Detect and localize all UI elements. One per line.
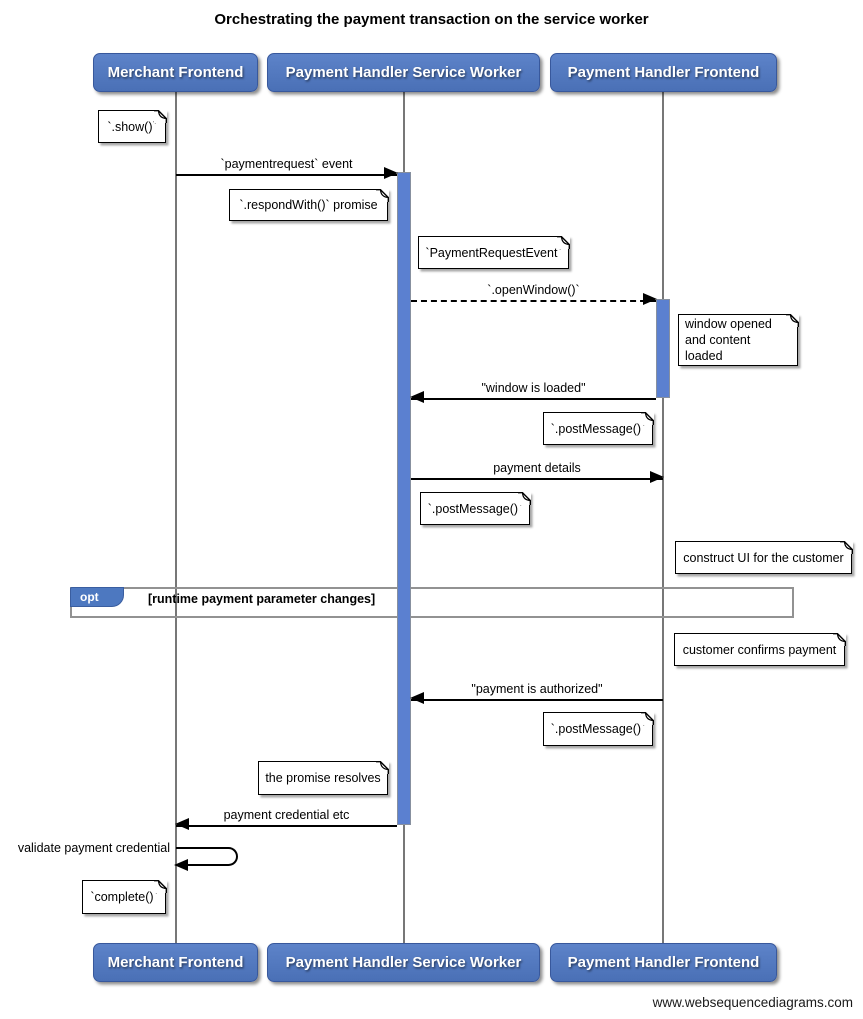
note-fold-icon (640, 411, 654, 425)
arrowhead-icon (174, 859, 188, 871)
note-customer-confirms: customer confirms payment (674, 632, 846, 666)
note-text: construct UI for the customer (683, 550, 844, 565)
note-text: `.respondWith()` promise (239, 198, 378, 212)
actor-bottom-merchant-frontend: Merchant Frontend (93, 943, 258, 982)
note-respondwith-promise: `.respondWith()` promise (229, 188, 389, 221)
message-label: payment credential etc (223, 808, 350, 822)
note-postmessage-3: `.postMessage()` (543, 711, 654, 746)
message-label: "window is loaded" (481, 381, 586, 395)
message-payment-is-authorized: "payment is authorized" (410, 679, 663, 704)
actor-bottom-payment-handler-frontend: Payment Handler Frontend (550, 943, 777, 982)
note-paymentrequestevent: `PaymentRequestEvent` (418, 235, 570, 269)
note-text: `.postMessage()` (427, 501, 523, 516)
note-fold-icon (640, 711, 654, 725)
arrowhead-icon (175, 818, 189, 830)
activation-bar-payment-handler-frontend (656, 299, 670, 398)
actor-top-payment-handler-service-worker: Payment Handler Service Worker (267, 53, 540, 92)
activation-bar-service-worker (397, 172, 411, 825)
actor-bottom-payment-handler-service-worker: Payment Handler Service Worker (267, 943, 540, 982)
arrowhead-icon (410, 391, 424, 403)
arrowhead-icon (643, 293, 657, 305)
note-fold-icon (375, 188, 389, 202)
note-text: window opened and content loaded (685, 316, 772, 364)
message-payment-credential-etc: payment credential etc (175, 805, 397, 830)
message-label: `paymentrequest` event (220, 157, 353, 171)
note-text: `.postMessage()` (550, 722, 646, 736)
note-construct-ui: construct UI for the customer (675, 540, 853, 574)
note-postmessage-1: `.postMessage()` (543, 411, 654, 445)
opt-condition-label: [runtime payment parameter changes] (148, 592, 376, 606)
message-payment-details: payment details (411, 458, 664, 483)
actor-label: Payment Handler Frontend (567, 64, 760, 81)
note-window-opened: window opened and content loaded (678, 313, 799, 366)
message-label: payment details (493, 461, 581, 475)
actor-label: Payment Handler Service Worker (285, 64, 522, 81)
message-label: "payment is authorized" (471, 682, 603, 696)
message-open-window: `.openWindow()` (411, 280, 657, 305)
note-fold-icon (153, 879, 167, 893)
note-fold-icon (785, 313, 799, 327)
self-message-validate-payment-credential (174, 847, 238, 871)
actor-top-payment-handler-frontend: Payment Handler Frontend (550, 53, 777, 92)
note-text: the promise resolves (265, 771, 381, 785)
note-fold-icon (153, 109, 167, 123)
arrowhead-icon (410, 692, 424, 704)
note-promise-resolves: the promise resolves (258, 760, 389, 795)
lifeline-merchant-frontend (175, 92, 177, 943)
opt-operator-label: opt (70, 587, 124, 607)
note-show: `.show()` (98, 109, 167, 143)
arrowhead-icon (384, 167, 398, 179)
actor-top-merchant-frontend: Merchant Frontend (93, 53, 258, 92)
footer-watermark: www.websequencediagrams.com (652, 995, 853, 1010)
note-fold-icon (375, 760, 389, 774)
note-postmessage-2: `.postMessage()` (420, 491, 531, 525)
actor-label: Merchant Frontend (107, 64, 244, 81)
message-label: `.openWindow()` (487, 283, 580, 297)
lifeline-payment-handler-frontend (662, 92, 664, 943)
note-fold-icon (556, 235, 570, 249)
actor-label: Payment Handler Frontend (567, 954, 760, 971)
note-complete: `complete()` (82, 879, 167, 914)
note-text: `complete()` (90, 890, 158, 904)
opt-fragment: opt [runtime payment parameter changes] (70, 587, 794, 618)
note-fold-icon (839, 540, 853, 554)
note-fold-icon (517, 491, 531, 505)
note-text: customer confirms payment (682, 642, 837, 657)
message-paymentrequest-event: `paymentrequest` event (176, 154, 398, 179)
note-text: `.postMessage()` (550, 421, 646, 436)
arrowhead-icon (650, 471, 664, 483)
message-window-is-loaded: "window is loaded" (410, 378, 656, 403)
self-message-label: validate payment credential (17, 841, 170, 855)
note-text: `PaymentRequestEvent` (425, 245, 562, 260)
actor-label: Merchant Frontend (107, 954, 244, 971)
note-text: `.show()` (107, 119, 157, 134)
note-fold-icon (832, 632, 846, 646)
diagram-title: Orchestrating the payment transaction on… (214, 11, 649, 28)
actor-label: Payment Handler Service Worker (285, 954, 522, 971)
